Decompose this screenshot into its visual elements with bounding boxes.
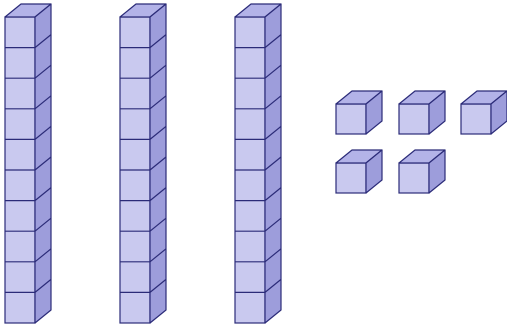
- ten-rod: [235, 4, 281, 323]
- unit-cube-front-face: [461, 104, 491, 134]
- unit-cube-front-face: [336, 163, 366, 193]
- unit-cube: [461, 91, 507, 134]
- unit-cube-front-face: [399, 163, 429, 193]
- unit-cube: [399, 150, 445, 193]
- unit-cube: [336, 150, 382, 193]
- unit-cube: [399, 91, 445, 134]
- ten-rod: [120, 4, 166, 323]
- unit-cube-front-face: [399, 104, 429, 134]
- unit-cube-front-face: [336, 104, 366, 134]
- unit-cube: [336, 91, 382, 134]
- ten-rod: [5, 4, 51, 323]
